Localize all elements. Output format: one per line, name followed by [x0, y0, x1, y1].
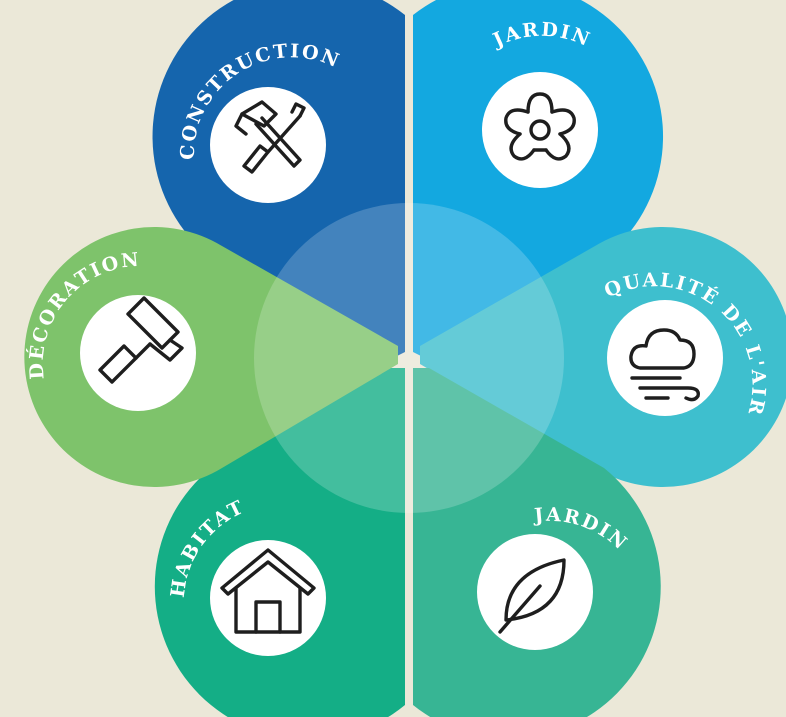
leaf-icon — [498, 558, 566, 634]
petal-construction[interactable]: CONSTRUCTION — [152, 0, 405, 360]
petal-decoration-icon-disc — [80, 295, 196, 411]
center-overlay-disc — [254, 203, 564, 513]
hammer-screwdriver-icon — [234, 100, 306, 174]
petal-jardin-flower[interactable]: JARDIN — [413, 0, 663, 360]
flower-icon — [504, 92, 576, 161]
petal-decoration-shape — [24, 227, 399, 488]
petal-jardin-leaf[interactable]: JARDIN — [413, 368, 661, 717]
petal-decoration[interactable]: DÉCORATION — [24, 227, 399, 488]
petal-qualite-air-shape — [420, 227, 786, 487]
house-icon — [220, 548, 316, 634]
petal-habitat-icon-disc — [210, 540, 326, 656]
cloud-wind-icon — [629, 328, 700, 402]
paint-roller-icon — [98, 296, 184, 384]
petal-qualite-air[interactable]: QUALITÉ DE L'AIR — [420, 227, 786, 487]
petal-jardin-flower-icon-disc — [482, 72, 598, 188]
petal-construction-icon-disc — [210, 87, 326, 203]
petal-habitat[interactable]: HABITAT — [154, 368, 405, 717]
